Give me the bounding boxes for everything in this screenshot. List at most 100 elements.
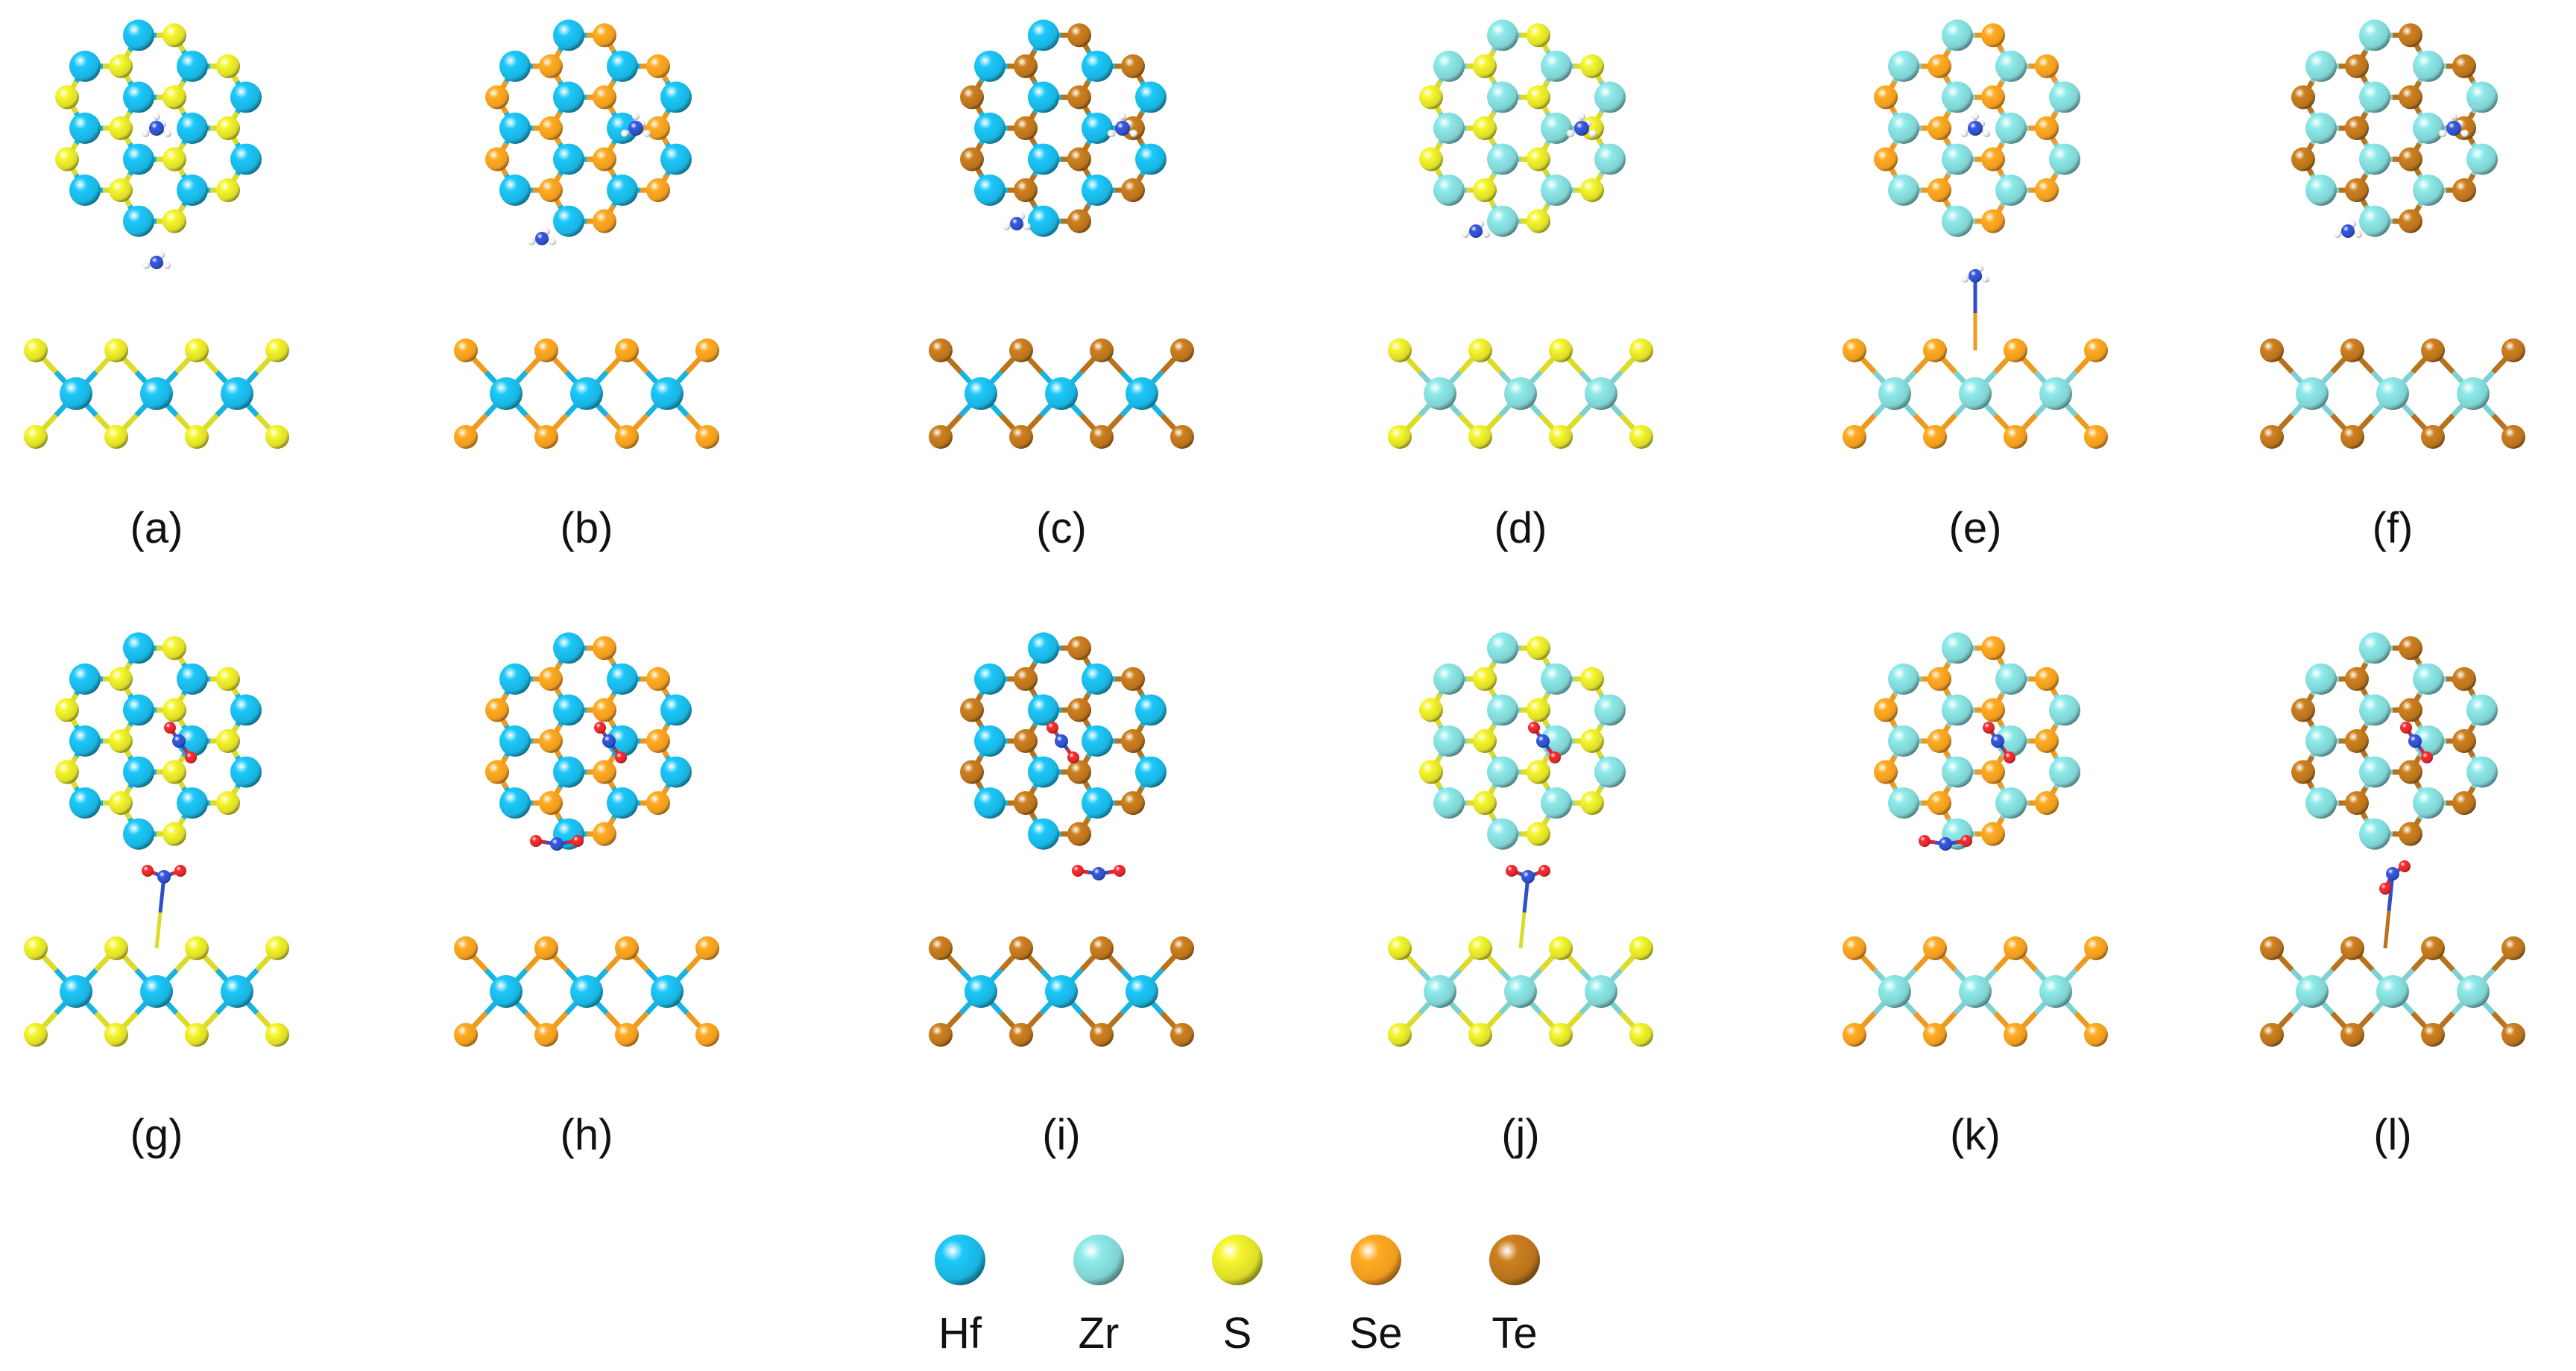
hf-atom (69, 787, 101, 819)
panel-label: (f) (2373, 504, 2414, 552)
te-atom (960, 698, 984, 722)
hf-atom (660, 143, 692, 175)
n-atom (2386, 867, 2399, 880)
hf-atom (1028, 205, 1059, 237)
h-atom (1983, 130, 1990, 137)
s-atom (265, 936, 289, 960)
zr-atom (2305, 725, 2337, 757)
n-atom (1991, 734, 2004, 748)
te-atom (2399, 23, 2422, 48)
hf-atom (60, 377, 92, 410)
o-atom (530, 835, 542, 847)
h-atom (1108, 130, 1115, 137)
hf-atom (1135, 81, 1167, 113)
s-atom (1580, 791, 1604, 816)
zr-atom (1541, 174, 1572, 207)
s-atom (1527, 23, 1550, 48)
s-atom (24, 1023, 48, 1047)
se-atom (539, 178, 563, 203)
s-atom (265, 338, 289, 362)
s-atom (55, 698, 79, 722)
se-atom (695, 936, 719, 960)
hf-atom (499, 174, 531, 207)
se-atom (1923, 338, 1947, 362)
zr-atom (1487, 143, 1518, 175)
s-atom (24, 338, 48, 362)
legend-item-zr: Zr (1073, 1235, 1124, 1358)
se-atom (485, 147, 509, 171)
se-atom (1928, 178, 1951, 203)
n-atom (1536, 734, 1550, 748)
h-atom (1023, 223, 1031, 230)
o-atom (185, 751, 197, 763)
zr-atom (1888, 725, 1919, 757)
zr-atom (2457, 975, 2490, 1008)
te-atom (1121, 178, 1145, 203)
zr-atom (1541, 50, 1572, 82)
hf-atom (660, 694, 692, 726)
o-atom (2379, 883, 2391, 895)
te-atom (2399, 85, 2422, 110)
se-atom (1874, 147, 1898, 171)
te-atom (1170, 425, 1194, 449)
s-atom (1473, 791, 1497, 816)
hf-atom (974, 725, 1006, 757)
n-atom (1469, 224, 1483, 238)
se-atom (1981, 698, 2005, 722)
se-atom (454, 1023, 478, 1047)
h-atom (1003, 223, 1010, 230)
hf-atom (123, 205, 154, 237)
side-view (929, 865, 1194, 1047)
zr-atom (1487, 19, 1518, 51)
te-atom (2452, 666, 2476, 691)
n-atom (602, 734, 616, 748)
hf-atom (1045, 975, 1078, 1008)
zr-atom (1487, 818, 1518, 850)
te-atom (2260, 936, 2284, 960)
te-atom (2452, 54, 2476, 78)
zr-atom (1594, 81, 1626, 113)
n-atom (628, 121, 643, 136)
zr-atom (1585, 377, 1617, 410)
se-atom (593, 209, 616, 233)
hf-atom (177, 50, 208, 82)
se-atom (2004, 338, 2027, 362)
h-atom (164, 130, 171, 137)
n-atom (1521, 870, 1535, 883)
legend-item-se: Se (1350, 1235, 1402, 1358)
legend-label: S (1223, 1309, 1252, 1358)
se-atom (1981, 822, 2005, 846)
hf-atom (1028, 81, 1059, 113)
s-atom (1388, 936, 1412, 960)
zr-atom (2466, 694, 2498, 726)
s-atom (162, 147, 186, 171)
zr-atom (1541, 663, 1572, 695)
te-atom (2501, 338, 2525, 362)
te-atom (960, 85, 984, 110)
hf-atom (230, 81, 262, 113)
side-view (2260, 860, 2525, 1047)
hf-atom (553, 756, 584, 788)
zr-atom (1433, 113, 1465, 144)
panel-l: (l) (2260, 632, 2525, 1159)
se-atom (2035, 116, 2059, 140)
hf-atom (607, 787, 638, 819)
zr-atom (1487, 756, 1518, 788)
s-atom (1580, 178, 1604, 203)
zr-atom (1888, 174, 1919, 207)
se-atom (1928, 54, 1951, 78)
se-atom (454, 338, 478, 362)
o-atom (615, 751, 627, 763)
se-atom (539, 666, 563, 691)
h-atom (2439, 130, 2446, 137)
bond (154, 912, 162, 949)
se-atom (2035, 54, 2059, 78)
panel-label: (k) (1950, 1111, 2001, 1159)
h-atom (2334, 230, 2341, 238)
te-atom (1170, 338, 1194, 362)
hf-atom (974, 663, 1006, 695)
top-view (960, 632, 1167, 850)
se-atom (1928, 666, 1951, 691)
hf-atom (965, 377, 997, 410)
